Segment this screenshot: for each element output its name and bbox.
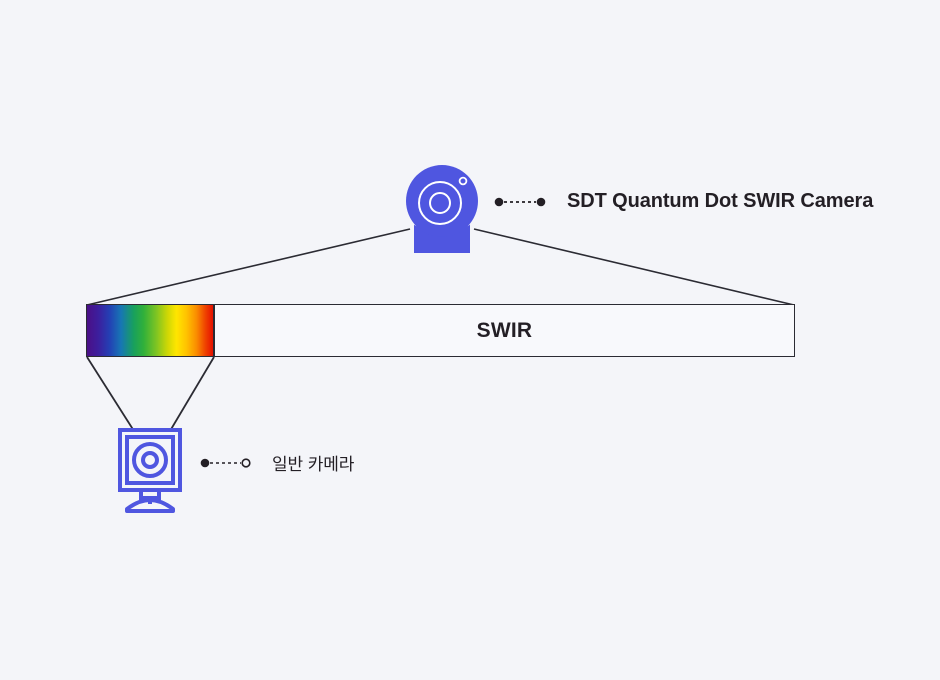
leader-start-dot — [494, 197, 504, 206]
swir-camera-lens-outer-ring — [418, 181, 462, 225]
leader-start-dot — [200, 458, 210, 467]
projection-line-right — [473, 228, 795, 306]
leader-end-dot — [241, 457, 251, 468]
funnel-line-right — [169, 356, 215, 432]
callout-normal-camera-label: 일반 카메라 — [272, 455, 355, 474]
callout-swir-camera-label: SDT Quantum Dot SWIR Camera — [567, 190, 874, 212]
normal-camera-inner-frame — [125, 435, 175, 485]
normal-camera-stand-base — [125, 498, 175, 513]
leader-line-normal — [200, 457, 251, 468]
swir-camera-indicator-icon — [458, 176, 468, 186]
swir-band-label: SWIR — [476, 318, 533, 342]
swir-camera-head — [406, 165, 478, 237]
leader-line-swir — [494, 197, 546, 206]
normal-camera-icon — [117, 427, 187, 513]
projection-line-left — [86, 228, 411, 306]
callout-normal-camera: 일반 카메라 — [200, 450, 354, 475]
normal-camera-lens-outer-ring — [132, 442, 168, 478]
swir-range-box: SWIR — [214, 304, 795, 357]
spectrum-band: SWIR — [86, 304, 795, 357]
normal-camera-neck — [139, 488, 161, 500]
normal-camera-lens-inner-ring — [141, 451, 159, 469]
leader-end-dot — [536, 197, 546, 206]
callout-swir-camera: SDT Quantum Dot SWIR Camera — [494, 190, 873, 213]
visible-spectrum-gradient — [86, 304, 214, 357]
swir-camera-lens-inner-ring — [429, 192, 451, 214]
funnel-line-left — [86, 356, 135, 432]
swir-camera-icon — [406, 163, 478, 253]
